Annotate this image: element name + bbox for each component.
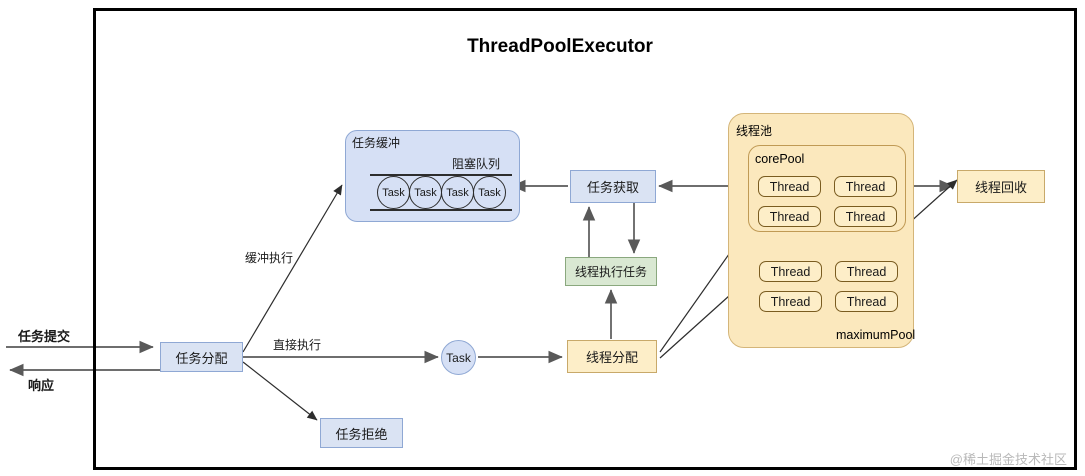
diagram-outer-frame — [93, 8, 1077, 470]
task-reject-label: 任务拒绝 — [335, 426, 388, 442]
thread-alloc-label: 线程分配 — [585, 350, 638, 365]
core-thread-3-label: Thread — [845, 209, 886, 224]
thread-exec-box[interactable]: 线程执行任务 — [565, 257, 657, 286]
task-dispatch-label: 任务分配 — [175, 350, 228, 366]
max-thread-1-label: Thread — [846, 264, 887, 279]
thread-recycle-label: 线程回收 — [974, 180, 1027, 195]
max-thread-1[interactable]: Thread — [835, 261, 898, 282]
thread-pool-label: 线程池 — [736, 124, 773, 138]
thread-exec-label: 线程执行任务 — [574, 265, 647, 279]
queue-task-0[interactable]: Task — [377, 176, 410, 209]
queue-task-3[interactable]: Task — [473, 176, 506, 209]
core-pool-container — [748, 145, 906, 232]
max-thread-3[interactable]: Thread — [835, 291, 898, 312]
task-fetch-label: 任务获取 — [586, 180, 639, 195]
thread-alloc-box[interactable]: 线程分配 — [567, 340, 657, 373]
blocking-queue-title: 阻塞队列 — [452, 157, 501, 171]
edge-label-direct-exec: 直接执行 — [273, 338, 322, 352]
core-thread-3[interactable]: Thread — [834, 206, 897, 227]
core-thread-2-label: Thread — [769, 209, 810, 224]
edge-buffered-exec — [242, 184, 343, 353]
max-thread-2-label: Thread — [770, 294, 811, 309]
task-reject-box[interactable]: 任务拒绝 — [320, 418, 403, 448]
core-thread-2[interactable]: Thread — [758, 206, 821, 227]
maximum-pool-label: maximumPool — [836, 328, 916, 342]
queue-task-1[interactable]: Task — [409, 176, 442, 209]
core-thread-0[interactable]: Thread — [758, 176, 821, 197]
core-thread-1-label: Thread — [845, 179, 886, 194]
queue-task-2[interactable]: Task — [441, 176, 474, 209]
core-thread-0-label: Thread — [769, 179, 810, 194]
task-node-label: Task — [446, 350, 471, 365]
queue-rail-bottom — [370, 209, 512, 211]
edge-reject — [242, 361, 318, 421]
edge-label-submit: 任务提交 — [18, 329, 71, 344]
queue-rail-top — [370, 174, 512, 176]
thread-recycle-box[interactable]: 线程回收 — [957, 170, 1045, 203]
watermark: @稀土掘金技术社区 — [949, 452, 1067, 467]
core-thread-1[interactable]: Thread — [834, 176, 897, 197]
edge-label-response: 响应 — [28, 378, 55, 393]
page-title: ThreadPoolExecutor — [467, 36, 653, 57]
max-thread-3-label: Thread — [846, 294, 887, 309]
task-node-circle[interactable]: Task — [441, 340, 476, 375]
max-thread-2[interactable]: Thread — [759, 291, 822, 312]
core-pool-label: corePool — [755, 152, 805, 166]
max-thread-0[interactable]: Thread — [759, 261, 822, 282]
task-dispatch-box[interactable]: 任务分配 — [160, 342, 243, 372]
max-thread-0-label: Thread — [770, 264, 811, 279]
edge-label-buffered-exec: 缓冲执行 — [245, 251, 294, 265]
task-fetch-box[interactable]: 任务获取 — [570, 170, 656, 203]
task-buffer-title: 任务缓冲 — [352, 136, 401, 150]
